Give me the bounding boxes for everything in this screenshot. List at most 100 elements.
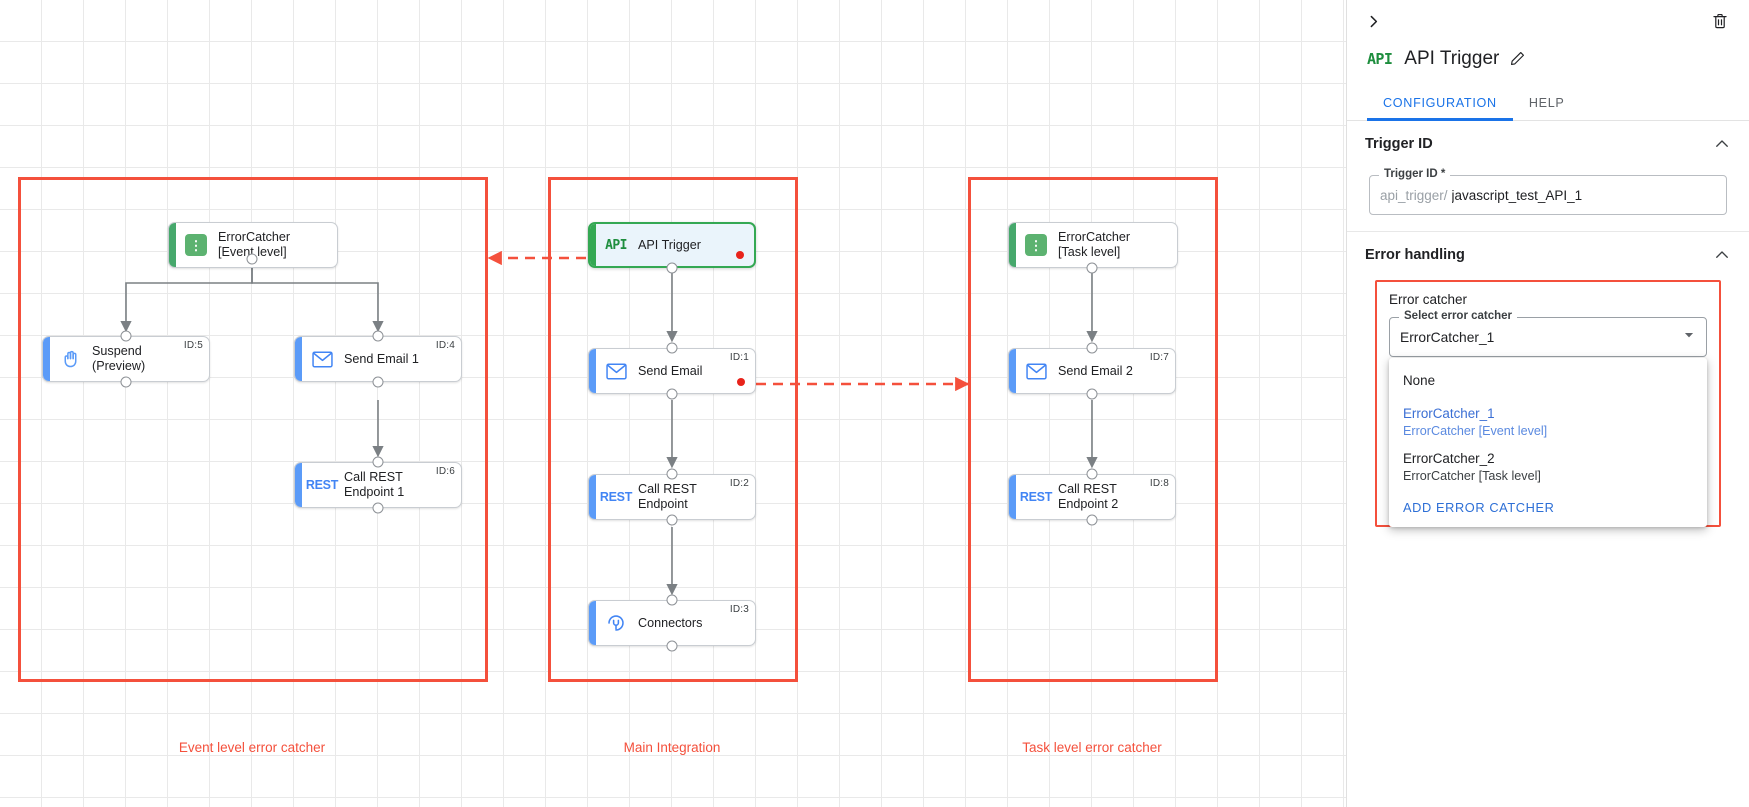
tab-help[interactable]: HELP bbox=[1528, 96, 1565, 110]
node-call-rest-endpoint[interactable]: REST Call REST Endpoint ID:2 bbox=[588, 474, 756, 520]
node-port-out[interactable] bbox=[246, 253, 258, 265]
trigger-id-field[interactable]: Trigger ID * api_trigger/ bbox=[1369, 168, 1727, 215]
envelope-icon bbox=[304, 337, 340, 381]
node-accent-bar bbox=[589, 475, 596, 519]
error-catcher-dropdown-menu[interactable]: None ErrorCatcher_1 ErrorCatcher [Event … bbox=[1389, 358, 1707, 528]
node-port-in[interactable] bbox=[1086, 468, 1098, 480]
dropdown-option-errorcatcher-1[interactable]: ErrorCatcher_1 ErrorCatcher [Event level… bbox=[1389, 400, 1707, 445]
node-send-email-2[interactable]: Send Email 2 ID:7 bbox=[1008, 348, 1176, 394]
chevron-up-icon[interactable] bbox=[1713, 135, 1731, 153]
node-suspend[interactable]: Suspend (Preview) ID:5 bbox=[42, 336, 210, 382]
select-error-catcher[interactable]: Select error catcher ErrorCatcher_1 bbox=[1389, 310, 1707, 357]
select-error-catcher-legend: Select error catcher bbox=[1399, 310, 1518, 322]
api-icon: API bbox=[1367, 50, 1393, 68]
page-title: API Trigger bbox=[1404, 48, 1500, 69]
node-port-in[interactable] bbox=[372, 456, 384, 468]
rest-glyph: REST bbox=[599, 490, 633, 504]
node-error-indicator bbox=[737, 378, 745, 386]
error-catcher-icon: ⋮ bbox=[178, 223, 214, 267]
pencil-icon[interactable] bbox=[1509, 50, 1527, 68]
node-id-badge: ID:1 bbox=[729, 352, 749, 363]
node-label: Call REST Endpoint 1 bbox=[344, 470, 405, 499]
node-port-in[interactable] bbox=[666, 342, 678, 354]
add-error-catcher-button[interactable]: ADD ERROR CATCHER bbox=[1403, 500, 1555, 516]
section-divider bbox=[1347, 231, 1749, 232]
section-error-handling: Error handling Error catcher Select erro… bbox=[1347, 232, 1749, 528]
panel-tabs: CONFIGURATION HELP bbox=[1347, 88, 1749, 121]
dropdown-option-none[interactable]: None bbox=[1389, 366, 1707, 400]
dropdown-option-errorcatcher-2[interactable]: ErrorCatcher_2 ErrorCatcher [Task level] bbox=[1389, 445, 1707, 490]
node-api-trigger[interactable]: API API Trigger bbox=[588, 222, 756, 268]
node-id-badge: ID:3 bbox=[729, 604, 749, 615]
node-send-email[interactable]: Send Email ID:1 bbox=[588, 348, 756, 394]
node-call-rest-endpoint-1[interactable]: REST Call REST Endpoint 1 ID:6 bbox=[294, 462, 462, 508]
group-label-task-level: Task level error catcher bbox=[1022, 740, 1162, 755]
node-accent-bar bbox=[1009, 223, 1016, 267]
trigger-id-legend: Trigger ID * bbox=[1379, 168, 1451, 180]
node-label: API Trigger bbox=[638, 237, 701, 252]
trigger-id-input[interactable] bbox=[1451, 187, 1716, 203]
trash-icon[interactable] bbox=[1709, 10, 1731, 32]
node-accent-bar bbox=[589, 601, 596, 645]
node-label: Call REST Endpoint bbox=[638, 482, 697, 511]
connectors-icon bbox=[598, 601, 634, 645]
node-error-indicator bbox=[736, 251, 744, 259]
node-id-badge: ID:7 bbox=[1149, 352, 1169, 363]
node-label: Call REST Endpoint 2 bbox=[1058, 482, 1119, 511]
node-accent-bar bbox=[1009, 475, 1016, 519]
node-port-out[interactable] bbox=[372, 376, 384, 388]
envelope-icon bbox=[598, 349, 634, 393]
chevron-right-icon[interactable] bbox=[1361, 9, 1385, 33]
node-port-in[interactable] bbox=[372, 330, 384, 342]
option-primary: ErrorCatcher_1 bbox=[1403, 406, 1495, 422]
section-trigger-id: Trigger ID Trigger ID * api_trigger/ bbox=[1347, 121, 1749, 215]
node-port-in[interactable] bbox=[666, 594, 678, 606]
select-error-catcher-value: ErrorCatcher_1 bbox=[1400, 329, 1495, 345]
node-send-email-1[interactable]: Send Email 1 ID:4 bbox=[294, 336, 462, 382]
node-port-in[interactable] bbox=[1086, 342, 1098, 354]
node-port-out[interactable] bbox=[666, 640, 678, 652]
node-port-in[interactable] bbox=[120, 330, 132, 342]
node-label: Send Email bbox=[638, 363, 703, 378]
rest-icon: REST bbox=[1018, 475, 1054, 519]
rest-glyph: REST bbox=[1019, 490, 1053, 504]
tab-configuration[interactable]: CONFIGURATION bbox=[1367, 88, 1513, 121]
chevron-up-icon[interactable] bbox=[1713, 246, 1731, 264]
node-port-out[interactable] bbox=[1086, 388, 1098, 400]
rest-glyph: REST bbox=[305, 478, 339, 492]
workflow-canvas[interactable]: Event level error catcher Main Integrati… bbox=[0, 0, 1346, 807]
node-accent-bar bbox=[169, 223, 176, 267]
section-header-error-handling[interactable]: Error handling bbox=[1365, 232, 1731, 278]
chevron-down-icon[interactable] bbox=[1682, 328, 1696, 347]
node-port-out[interactable] bbox=[666, 514, 678, 526]
section-title: Error handling bbox=[1365, 247, 1465, 263]
api-glyph: API bbox=[605, 237, 627, 253]
node-accent-bar bbox=[43, 337, 50, 381]
section-header-trigger-id[interactable]: Trigger ID bbox=[1365, 121, 1731, 167]
node-port-out[interactable] bbox=[372, 502, 384, 514]
node-accent-bar bbox=[295, 463, 302, 507]
node-port-in[interactable] bbox=[666, 468, 678, 480]
node-label: ErrorCatcher [Task level] bbox=[1058, 230, 1131, 259]
node-call-rest-endpoint-2[interactable]: REST Call REST Endpoint 2 ID:8 bbox=[1008, 474, 1176, 520]
node-accent-bar bbox=[590, 224, 596, 266]
error-catcher-highlight-box: Error catcher Select error catcher Error… bbox=[1375, 280, 1721, 528]
node-id-badge: ID:2 bbox=[729, 478, 749, 489]
node-accent-bar bbox=[1009, 349, 1016, 393]
node-port-out[interactable] bbox=[120, 376, 132, 388]
node-id-badge: ID:5 bbox=[183, 340, 203, 351]
option-primary: ErrorCatcher_2 bbox=[1403, 451, 1495, 467]
rest-icon: REST bbox=[598, 475, 634, 519]
node-port-out[interactable] bbox=[1086, 514, 1098, 526]
node-label: ErrorCatcher [Event level] bbox=[218, 230, 291, 259]
node-port-out[interactable] bbox=[666, 388, 678, 400]
option-secondary: ErrorCatcher [Task level] bbox=[1403, 469, 1541, 484]
group-box-task-level bbox=[968, 177, 1218, 682]
node-port-out[interactable] bbox=[666, 262, 678, 274]
node-errorcatcher-task-level[interactable]: ⋮ ErrorCatcher [Task level] bbox=[1008, 222, 1178, 268]
option-primary: None bbox=[1403, 373, 1436, 388]
node-label: Connectors bbox=[638, 615, 703, 630]
node-connectors[interactable]: Connectors ID:3 bbox=[588, 600, 756, 646]
node-port-out[interactable] bbox=[1086, 262, 1098, 274]
